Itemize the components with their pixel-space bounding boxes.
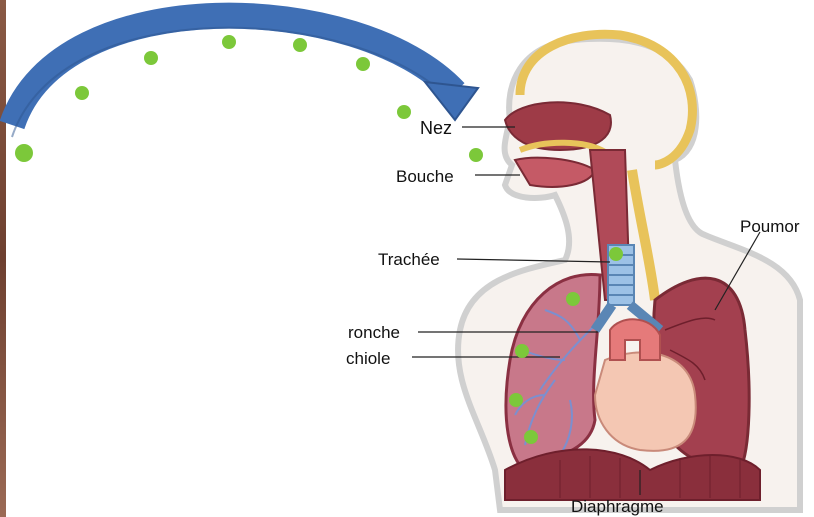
label-bouche: Bouche <box>396 167 454 187</box>
particle <box>144 51 158 65</box>
air-flow-arrow <box>12 16 455 125</box>
label-poumon: Poumor <box>740 217 800 237</box>
particle <box>515 344 529 358</box>
label-nez: Nez <box>420 118 452 139</box>
label-bronche: ronche <box>348 323 400 343</box>
particle <box>609 247 623 261</box>
particle <box>509 393 523 407</box>
label-trachee: Trachée <box>378 250 440 270</box>
particle <box>356 57 370 71</box>
label-bronchiole: chiole <box>346 349 390 369</box>
particle <box>15 144 33 162</box>
particle <box>524 430 538 444</box>
air-flow-arrowhead <box>425 82 478 120</box>
particle <box>293 38 307 52</box>
particle <box>397 105 411 119</box>
particle <box>566 292 580 306</box>
particle <box>75 86 89 100</box>
particle <box>469 148 483 162</box>
particle <box>222 35 236 49</box>
label-diaphragme: Diaphragme <box>571 497 664 517</box>
